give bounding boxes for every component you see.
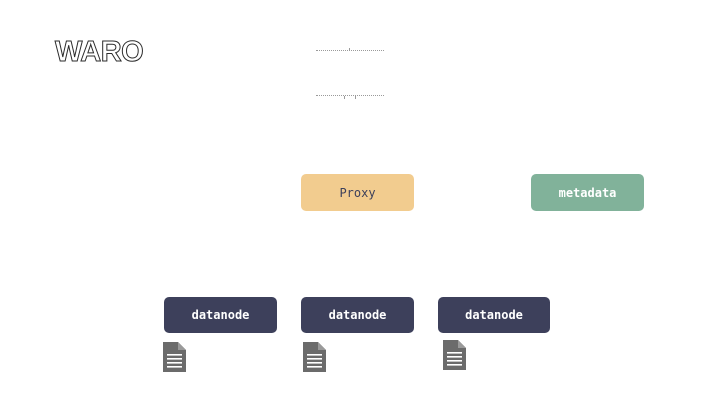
document-icon (303, 342, 326, 372)
document-icon (443, 340, 466, 370)
document-icon (163, 342, 186, 372)
proxy-node: Proxy (301, 174, 414, 211)
faint-connector-line (316, 95, 384, 97)
datanode-2: datanode (301, 297, 414, 333)
logo-text: WARO (54, 36, 144, 68)
faint-connector-line (316, 50, 384, 52)
metadata-node: metadata (531, 174, 644, 211)
connector-tick (344, 96, 345, 99)
datanode-1: datanode (164, 297, 277, 333)
connector-tick (355, 96, 356, 99)
connector-tick (349, 48, 350, 51)
datanode-3: datanode (438, 297, 550, 333)
